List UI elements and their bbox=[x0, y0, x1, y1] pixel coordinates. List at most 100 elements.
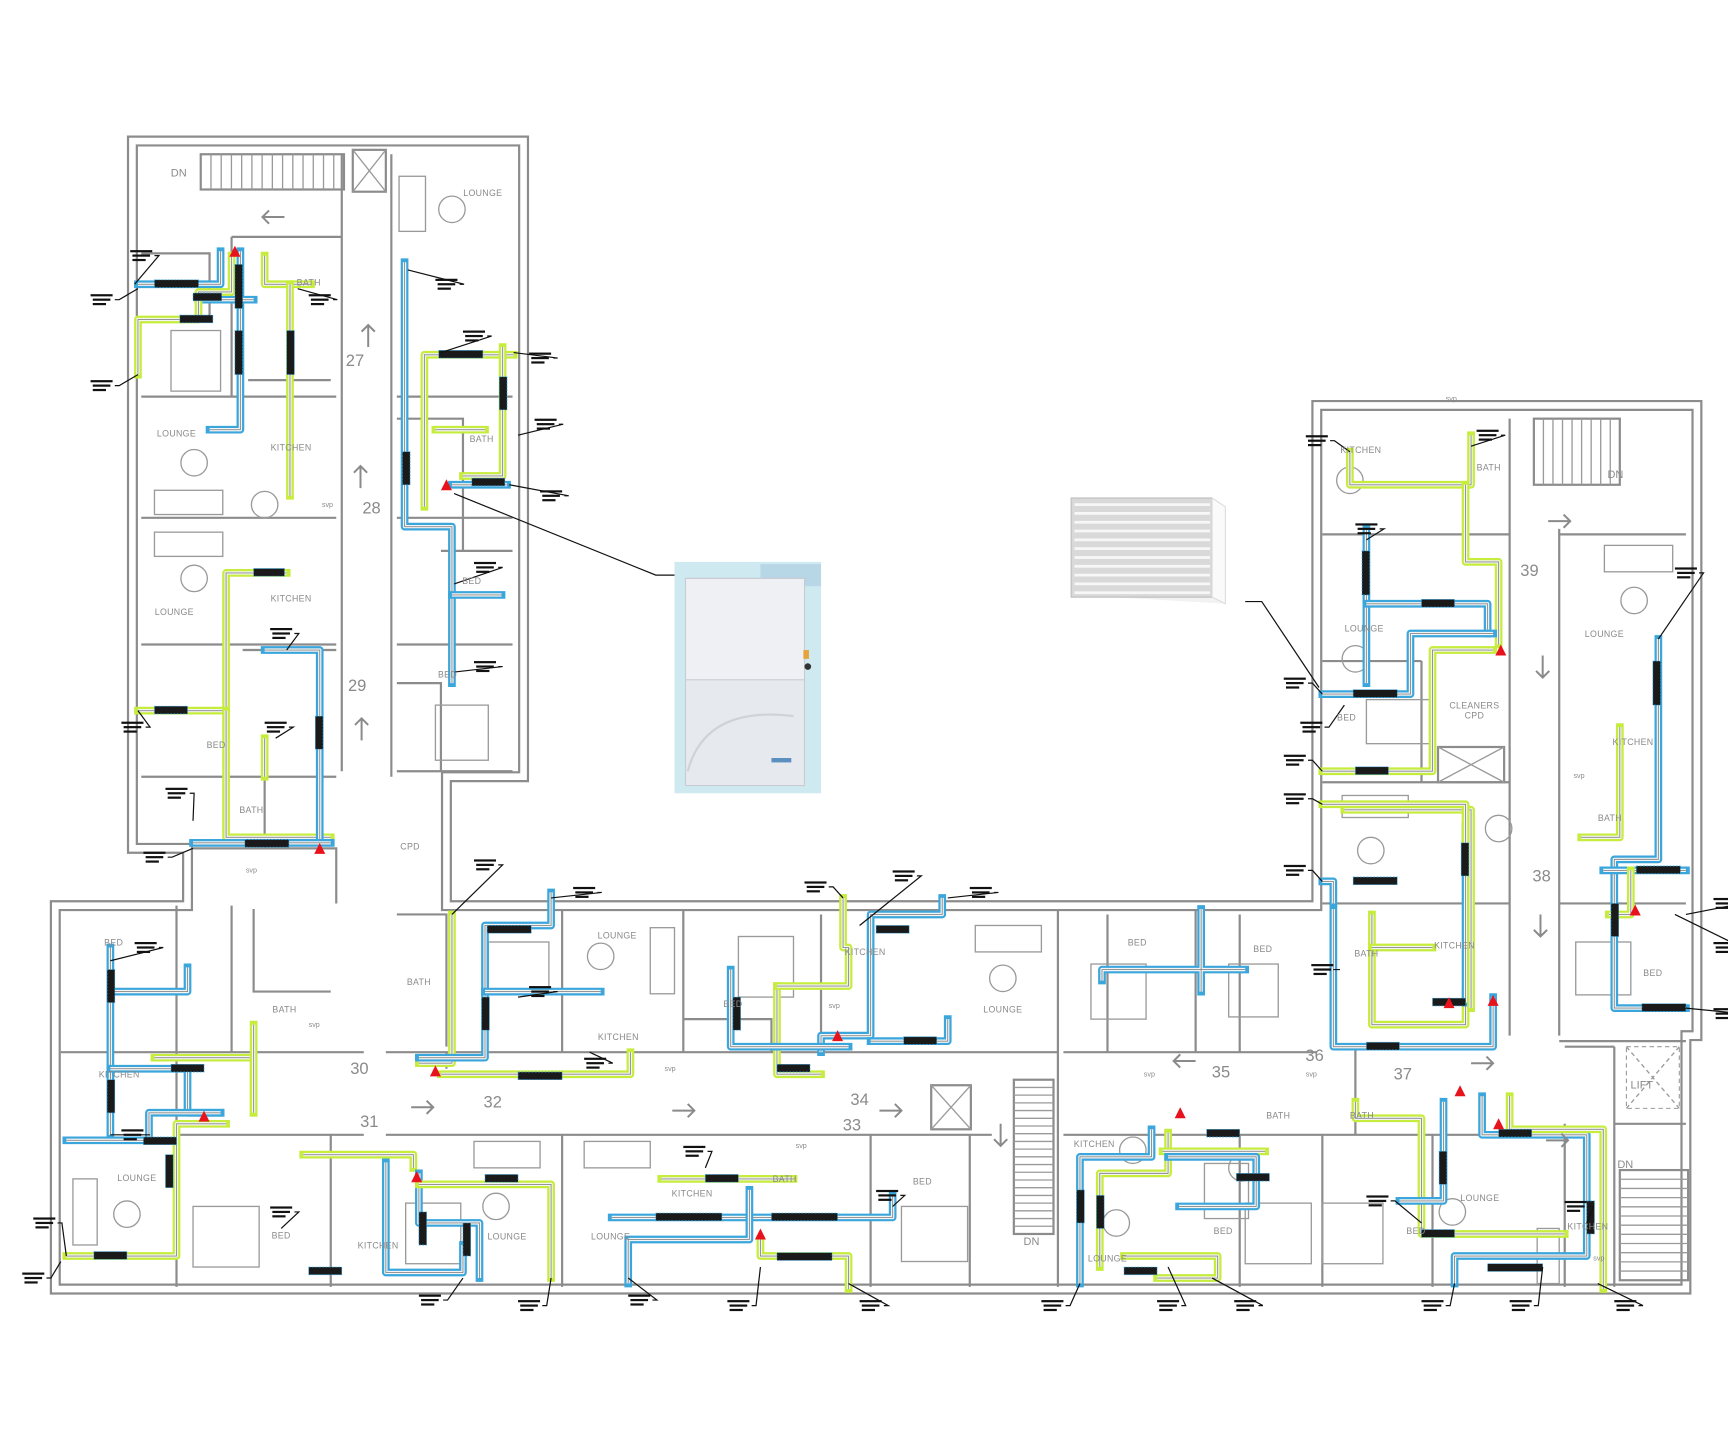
fire-damper-icon bbox=[1493, 1118, 1505, 1130]
direction-arrow-icon bbox=[353, 464, 368, 489]
duct-centreline bbox=[440, 1052, 631, 1075]
leader-line bbox=[134, 255, 161, 285]
annotation-tag bbox=[513, 351, 558, 364]
annotation-text-mark bbox=[1285, 686, 1300, 689]
annotation-text-mark bbox=[531, 990, 549, 993]
dampers bbox=[198, 245, 1641, 1240]
extract-duct bbox=[1329, 905, 1497, 1051]
fire-damper-icon bbox=[1454, 1085, 1466, 1097]
insulation-marker bbox=[1352, 689, 1398, 698]
annotation-text-mark bbox=[1677, 571, 1695, 575]
extract-duct bbox=[1318, 629, 1497, 698]
duct-body bbox=[624, 1186, 754, 1288]
room-label: LOUNGE bbox=[157, 428, 196, 438]
duct-centreline bbox=[418, 1183, 552, 1279]
annotation-text-mark bbox=[465, 334, 483, 338]
annotation-text-mark bbox=[1313, 972, 1327, 976]
annotation-text-mark bbox=[1159, 1304, 1177, 1307]
supply-duct bbox=[299, 1150, 418, 1172]
room-label: LOUNGE bbox=[591, 1231, 630, 1241]
annotation-tag bbox=[1311, 964, 1340, 976]
sofa-icon bbox=[153, 531, 224, 558]
annotation-text-mark bbox=[971, 895, 986, 898]
annotation-text-mark bbox=[1715, 906, 1728, 909]
annotation-text-mark bbox=[1285, 763, 1300, 766]
duct-body bbox=[756, 1235, 853, 1293]
leader-line bbox=[828, 886, 844, 899]
annotation-text-mark bbox=[134, 942, 157, 945]
annotation-text-mark bbox=[92, 298, 111, 301]
annotation-text-mark bbox=[529, 986, 552, 989]
duct-centreline bbox=[1349, 435, 1472, 486]
sofa-icon bbox=[974, 924, 1043, 953]
leader-line bbox=[1685, 905, 1728, 916]
room-label: KITCHEN bbox=[672, 1189, 713, 1199]
annotation-tag bbox=[1300, 704, 1345, 733]
annotation-text-mark bbox=[121, 721, 144, 724]
room-label: LOUNGE bbox=[983, 1005, 1022, 1015]
room-label: LOUNGE bbox=[1585, 629, 1624, 639]
duct-core bbox=[462, 347, 505, 478]
supply-duct bbox=[773, 894, 853, 990]
annotation-text-mark bbox=[529, 352, 552, 355]
sofa-icon bbox=[1603, 544, 1674, 573]
annotation-text-mark bbox=[136, 946, 155, 949]
annotation-text-mark bbox=[1478, 438, 1493, 441]
annotation-text-mark bbox=[1285, 759, 1304, 762]
leader-line bbox=[848, 1283, 891, 1307]
annotation-text-mark bbox=[1043, 1304, 1062, 1307]
annotation-text-mark bbox=[92, 302, 106, 306]
bed-icon bbox=[737, 935, 795, 998]
annotation-text-mark bbox=[145, 860, 159, 863]
annotation-text-mark bbox=[437, 287, 451, 290]
insulation-marker bbox=[1498, 1128, 1532, 1138]
annotation-tag bbox=[1041, 1283, 1081, 1312]
table-icon bbox=[180, 448, 209, 477]
insulation-marker bbox=[903, 1036, 938, 1045]
annotation-tag bbox=[130, 250, 161, 285]
svp-label: svp bbox=[246, 867, 257, 875]
duct-centreline bbox=[137, 255, 233, 375]
table-icon bbox=[482, 1192, 510, 1221]
duct-centreline bbox=[1101, 908, 1246, 992]
annotation-text-mark bbox=[1715, 1016, 1728, 1020]
annotation-text-mark bbox=[310, 302, 325, 306]
annotation-text-mark bbox=[542, 494, 560, 497]
leader-line bbox=[440, 335, 492, 354]
room-label: LOUNGE bbox=[1345, 623, 1384, 633]
annotation-text-mark bbox=[586, 1062, 604, 1065]
supply-duct bbox=[1340, 805, 1475, 1012]
annotation-text-mark bbox=[1234, 1300, 1257, 1303]
annotation-text-mark bbox=[266, 726, 285, 729]
annotation-tag bbox=[517, 986, 558, 998]
annotation-text-mark bbox=[167, 796, 181, 799]
annotation-text-mark bbox=[1421, 1300, 1444, 1303]
bed-icon bbox=[1090, 963, 1147, 1020]
insulation-marker bbox=[1652, 660, 1661, 706]
room-label: BED bbox=[1337, 713, 1356, 723]
annotation-tag bbox=[1564, 1200, 1595, 1224]
fire-damper-icon bbox=[229, 245, 241, 257]
fire-damper-icon bbox=[1495, 644, 1507, 656]
room-label: KITCHEN bbox=[598, 1032, 639, 1042]
extract-duct bbox=[415, 1169, 484, 1282]
annotation-tag bbox=[518, 1277, 552, 1312]
insulation-marker bbox=[517, 1071, 563, 1081]
svp-label: svp bbox=[829, 1002, 840, 1010]
leader-line bbox=[1674, 913, 1728, 942]
annotation-text-mark bbox=[1236, 1308, 1250, 1312]
annotation-text-mark bbox=[123, 726, 142, 729]
duct-body bbox=[1346, 431, 1475, 489]
room-label: BATH bbox=[272, 1005, 296, 1015]
annotation-text-mark bbox=[1300, 721, 1323, 724]
insulation-marker bbox=[875, 925, 910, 934]
annotation-text-mark bbox=[462, 330, 485, 333]
annotation-tag bbox=[509, 484, 569, 502]
insulation-marker bbox=[1460, 842, 1470, 877]
annotation-text-mark bbox=[132, 258, 146, 262]
insulation-marker bbox=[234, 330, 243, 375]
table-icon bbox=[250, 490, 279, 519]
insulation-marker bbox=[1487, 1263, 1544, 1272]
annotation-text-mark bbox=[143, 851, 166, 854]
table-icon bbox=[1102, 1209, 1131, 1237]
